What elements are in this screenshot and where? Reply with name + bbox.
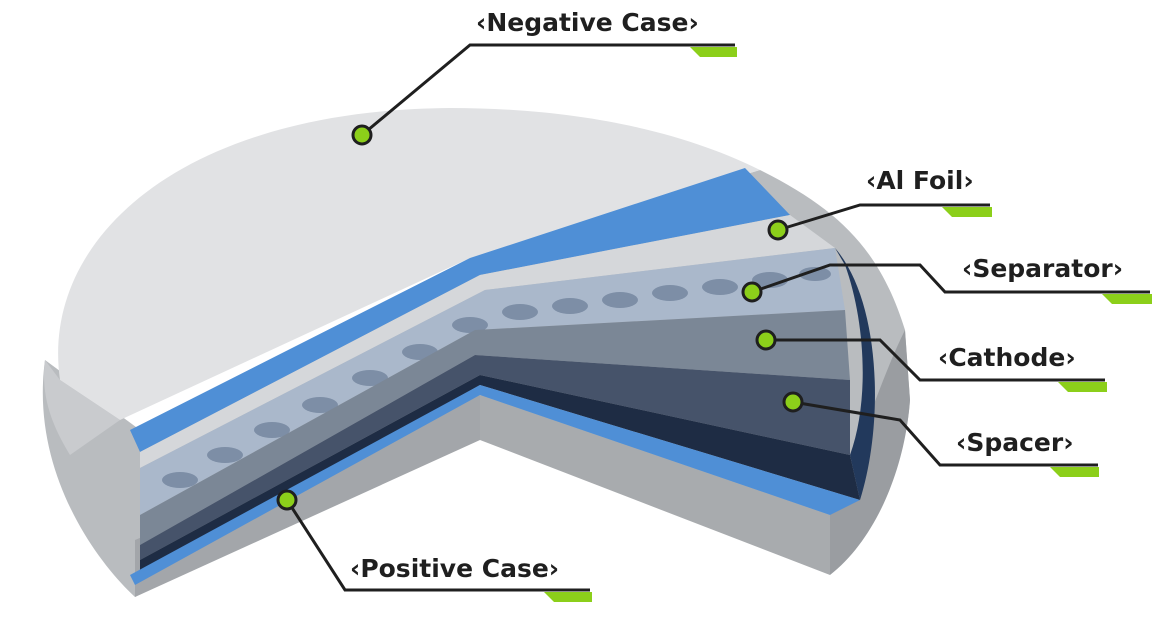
bracket-open: ‹ [476,8,487,37]
al-foil-text: Al Foil [876,166,964,195]
bracket-close: › [963,166,974,195]
leader-line-separator [751,263,1150,294]
bracket-close: › [1065,343,1076,372]
dark-bottom-layer [140,375,860,575]
accent-al-foil [942,207,992,217]
leader-lines [285,43,1150,592]
spacer-band [140,355,850,560]
case-front-cut [480,395,830,575]
blue-gasket-top [130,168,790,452]
al-foil-sheet [140,215,835,468]
coin-cell-body [42,108,910,597]
dot-spacer [782,391,804,413]
bracket-open: ‹ [956,428,967,457]
label-al-foil: ‹Al Foil› [866,168,974,193]
inner-right-wall [835,248,875,500]
cathode-text: Cathode [948,343,1066,372]
accent-positive-case [544,592,592,602]
separator-holes [162,267,831,488]
negative-case-text: Negative Case [486,8,689,37]
label-separator: ‹Separator› [962,256,1123,281]
bracket-open: ‹ [350,554,361,583]
accent-spacer [1050,467,1099,477]
bracket-open: ‹ [938,343,949,372]
accent-separator [1102,294,1152,304]
bracket-close: › [1112,254,1124,283]
cathode-band [140,310,850,545]
leader-line-spacer [792,400,1098,467]
dot-separator [741,281,763,303]
label-negative-case: ‹Negative Case› [476,10,699,35]
leader-line-positive-case [285,499,590,592]
bracket-close: › [548,554,560,583]
leader-line-al-foil [777,203,990,232]
dot-al-foil [767,219,789,241]
negative-case-top [58,108,760,420]
label-spacer: ‹Spacer› [956,430,1074,455]
bracket-open: ‹ [962,254,973,283]
bracket-open: ‹ [866,166,877,195]
leader-line-cathode [766,338,1105,382]
dot-cathode [755,329,777,351]
label-positive-case: ‹Positive Case› [350,556,559,581]
case-left-cut [135,395,480,597]
dot-negative-case [351,124,373,146]
label-accents [544,47,1152,602]
leader-line-negative-case [361,43,735,137]
marker-dots [276,124,804,511]
accent-cathode [1058,382,1107,392]
dot-positive-case [276,489,298,511]
label-cathode: ‹Cathode› [938,345,1076,370]
separator-text: Separator [972,254,1113,283]
accent-negative-case [690,47,737,57]
bracket-close: › [1063,428,1074,457]
negative-case-edge [44,360,120,455]
spacer-text: Spacer [966,428,1064,457]
bracket-close: › [688,8,699,37]
positive-case-text: Positive Case [360,554,549,583]
separator-band [140,248,845,515]
